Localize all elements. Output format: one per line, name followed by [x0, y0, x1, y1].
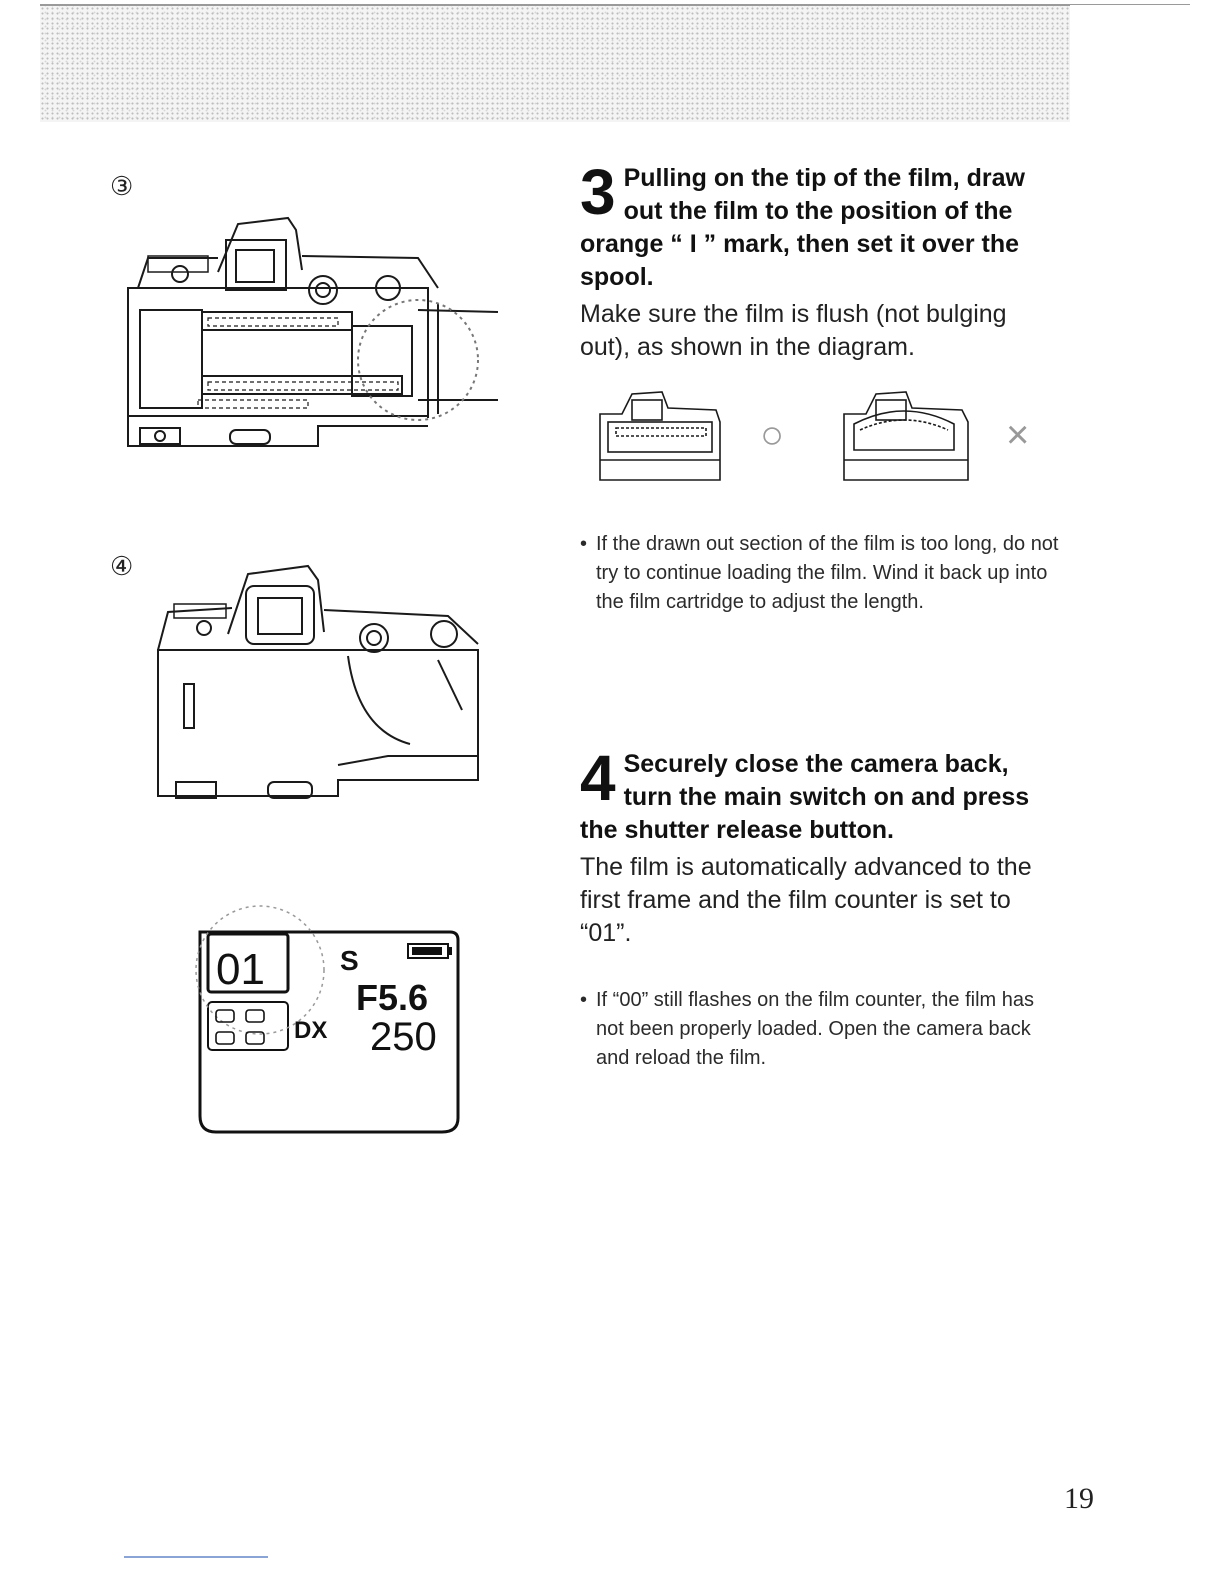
lcd-cartridge-icons — [215, 1009, 265, 1045]
lcd-shutter-speed: 250 — [370, 1015, 437, 1059]
step-4-number: 4 — [580, 742, 616, 814]
step-3-note: • If the drawn out section of the film i… — [580, 533, 1059, 613]
film-flush-comparison-diagram: ○ × — [599, 391, 1029, 481]
figure-4-number: ④ — [110, 552, 134, 582]
footer-rule — [124, 1556, 268, 1558]
page-number: 19 — [1064, 1482, 1094, 1515]
film-bulging-incorrect-diagram — [843, 391, 969, 481]
lcd-dx-indicator: DX — [294, 1017, 327, 1044]
figure-4-camera-closed-back — [157, 564, 479, 799]
step-4-body: The film is automatically advanced to th… — [580, 853, 1032, 947]
lcd-aperture-value: F5.6 — [356, 977, 428, 1018]
correct-mark: ○ — [760, 413, 784, 457]
figure-3-number: ③ — [110, 172, 134, 202]
step-3-body: Make sure the film is flush (not bulging… — [580, 300, 1007, 361]
figure-3-camera-open-back — [127, 216, 499, 447]
header-band — [40, 4, 1070, 122]
incorrect-mark: × — [1006, 413, 1029, 457]
step-3-number: 3 — [580, 156, 616, 228]
lcd-panel-illustration: 01 S F5.6 DX 250 — [195, 905, 460, 1134]
step-4-note: • If “00” still flashes on the film coun… — [580, 989, 1034, 1069]
header-rule — [1070, 4, 1190, 5]
lcd-magnifier-circle — [195, 905, 325, 1035]
film-flush-correct-diagram — [599, 391, 721, 481]
lcd-shutter-priority-mode: S — [340, 945, 359, 976]
lcd-film-counter: 01 — [216, 945, 265, 994]
